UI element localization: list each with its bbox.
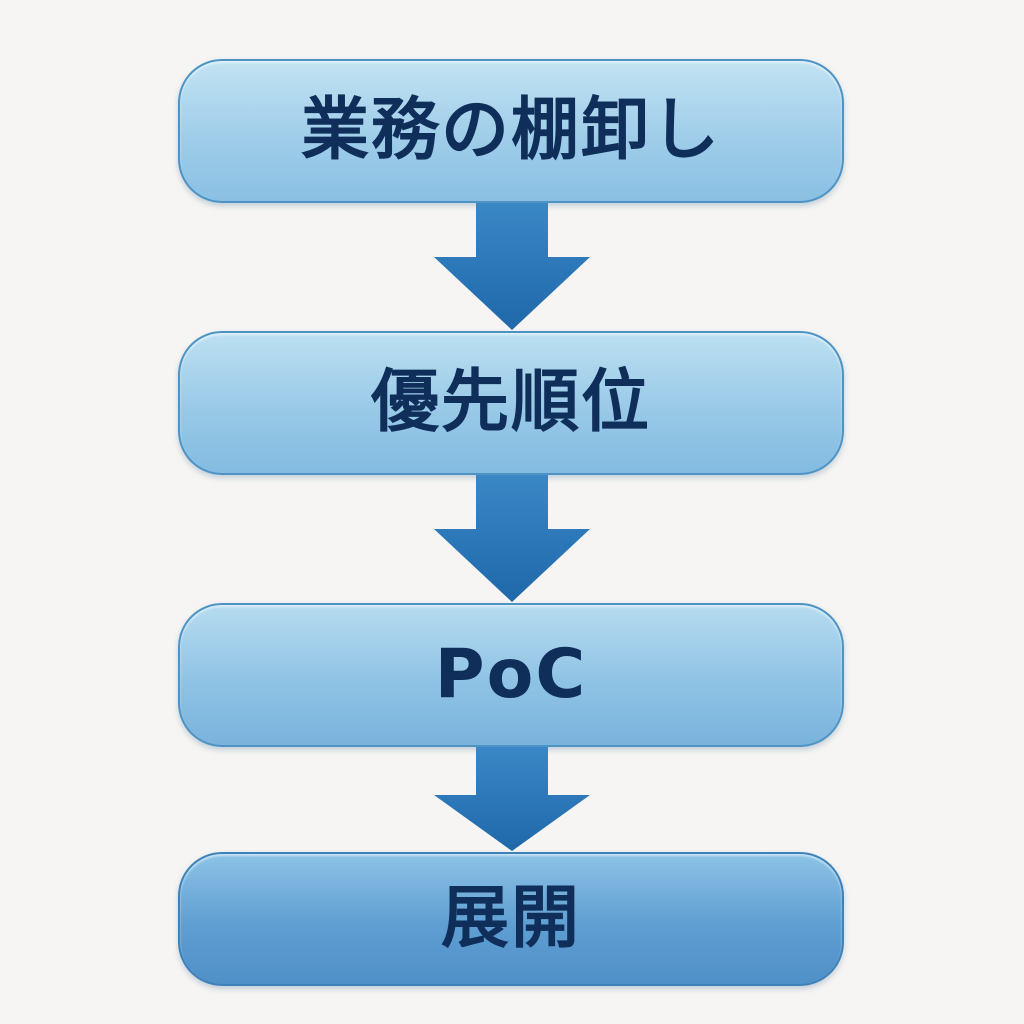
step-box-poc: PoC (178, 603, 844, 747)
down-arrow-icon (432, 475, 592, 603)
down-arrow-icon (432, 747, 592, 852)
step-label: 展開 (440, 879, 581, 958)
step-label: PoC (434, 635, 588, 714)
step-box-deployment: 展開 (178, 852, 844, 986)
step-label: 業務の棚卸し (300, 91, 721, 170)
down-arrow-icon (432, 203, 592, 331)
step-box-inventory: 業務の棚卸し (178, 59, 844, 203)
step-label: 優先順位 (370, 363, 651, 442)
step-box-priority: 優先順位 (178, 331, 844, 475)
